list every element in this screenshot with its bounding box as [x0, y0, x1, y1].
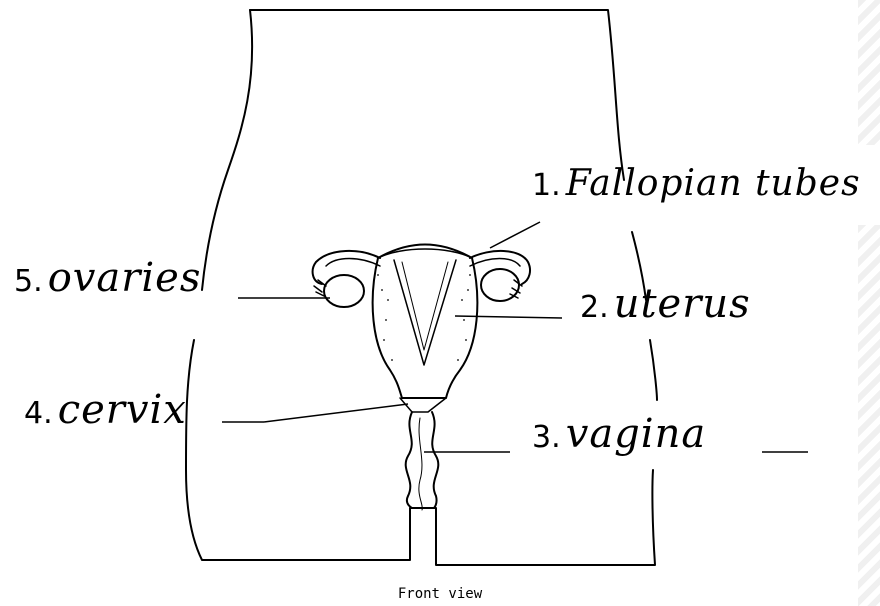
leader-line-fallopian — [490, 222, 540, 248]
diagram-caption: Front view — [0, 586, 880, 602]
leader-line-cervix-diag — [264, 404, 408, 422]
label-fallopian-word: Fallopian tubes — [566, 163, 861, 204]
label-ovaries-number: 5. — [14, 264, 43, 299]
label-ovaries: 5. ovaries — [14, 258, 201, 298]
fallopian-tube-left — [313, 251, 380, 284]
fallopian-tube-left-inner — [326, 259, 380, 267]
uterine-cavity-inner — [402, 262, 448, 350]
uterine-cavity — [394, 260, 456, 365]
vagina-center — [419, 418, 422, 510]
uterus-shape — [373, 245, 478, 399]
label-vagina-number: 3. — [532, 420, 561, 455]
leader-line-uterus — [455, 316, 562, 318]
vagina-right-wall — [432, 412, 438, 508]
label-uterus: 2. uterus — [580, 284, 751, 324]
label-cervix-number: 4. — [24, 396, 53, 431]
label-vagina: 3. vagina — [532, 414, 706, 454]
fallopian-tube-right — [470, 251, 530, 284]
vagina-left-wall — [406, 412, 412, 508]
body-outline-left-upper — [202, 10, 252, 290]
label-vagina-word: vagina — [566, 411, 706, 457]
label-fallopian: 1. Fallopian tubes — [532, 166, 861, 202]
label-uterus-word: uterus — [614, 281, 751, 327]
label-cervix: 4. cervix — [24, 390, 187, 430]
label-cervix-word: cervix — [58, 387, 187, 433]
fallopian-tube-right-inner — [470, 259, 520, 267]
fimbriae-right — [510, 280, 522, 298]
label-uterus-number: 2. — [580, 290, 609, 325]
uterus-stippling — [377, 274, 471, 361]
ovary-left — [324, 275, 364, 307]
label-ovaries-word: ovaries — [48, 255, 202, 301]
label-fallopian-number: 1. — [532, 168, 561, 203]
body-outline — [250, 10, 624, 180]
cervix-shape — [400, 398, 446, 412]
body-outline-right-low — [650, 340, 657, 400]
